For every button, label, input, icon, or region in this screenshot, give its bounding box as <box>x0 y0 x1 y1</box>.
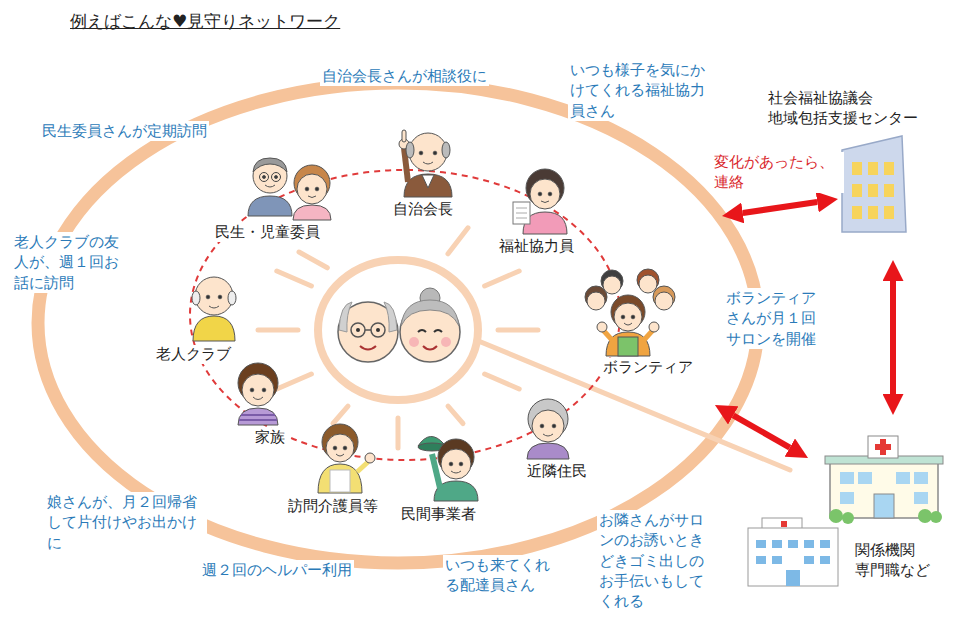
node-title: 社会福祉協議会 地域包括支援センター <box>768 88 942 129</box>
hospital-icon <box>825 436 943 524</box>
text-group: 訪問介護員等 <box>286 497 380 516</box>
person-figure <box>248 158 331 220</box>
beam-line <box>476 340 790 470</box>
center-circle <box>318 260 478 400</box>
node-caption: 福祉協力員 <box>497 237 576 256</box>
person-figure <box>513 169 567 234</box>
connector-arrow <box>890 281 896 394</box>
person-figure <box>399 130 452 197</box>
annotation: 自治会長さんが相談役に <box>320 66 489 86</box>
sun-beams <box>258 228 538 448</box>
annotation: 民生委員さんが定期訪問 <box>40 121 209 141</box>
node-title: 関係機関 専門職など <box>855 540 955 581</box>
dashed-ring <box>190 170 620 460</box>
text-group: 自治会長 <box>391 200 455 219</box>
elderly-couple <box>338 288 460 362</box>
person-figure <box>192 277 236 341</box>
annotation: 老人クラブの友人が、週１回お話に訪問 <box>12 232 124 293</box>
clinic-icon <box>748 518 838 586</box>
text-group: 老人クラブ <box>154 345 233 364</box>
node-caption: 近隣住民 <box>525 462 589 481</box>
person-node: 自治会長 <box>385 122 460 219</box>
person-node: 近隣住民 <box>515 398 599 481</box>
text-group: 家族 <box>253 428 287 447</box>
text-group: 福祉協力員 <box>497 237 576 256</box>
node-caption: 民間事業者 <box>399 505 478 524</box>
annotation: 娘さんが、月２回帰省して片付けやお出かけに <box>45 492 207 553</box>
annotation: 週２回のヘルパー利用 <box>200 560 354 580</box>
annotation: いつも来てくれる配達員さん <box>443 555 555 596</box>
text-group: 関係機関 専門職など <box>855 540 955 581</box>
text-group: 民間事業者 <box>399 505 478 524</box>
outer-ring <box>38 83 758 563</box>
node-caption: 訪問介護員等 <box>286 497 380 516</box>
text-group: 民生・児童委員 <box>213 223 322 242</box>
person-node: 家族 <box>235 362 305 447</box>
text-group: 社会福祉協議会 地域包括支援センター <box>768 88 942 129</box>
node-caption: ボランティア <box>601 358 695 377</box>
node-caption: 家族 <box>253 428 287 447</box>
person-node: ボランティア <box>583 270 713 377</box>
node-caption: 民生・児童委員 <box>213 223 322 242</box>
annotation: いつも様子を気にかけてくれる福祉協力員さん <box>568 60 712 121</box>
person-figure <box>418 436 478 501</box>
building-icon <box>842 136 906 232</box>
double-arrow <box>733 415 790 447</box>
building-node: 関係機関 専門職など <box>740 415 962 595</box>
text-group: ボランティア <box>601 358 695 377</box>
person-figure <box>318 424 375 493</box>
annotation: お隣さんがサロンのお誘いときどきゴミ出しのお手伝いもしてくれる <box>597 510 709 611</box>
person-node: 老人クラブ <box>150 272 236 364</box>
text-group: 近隣住民 <box>525 462 589 481</box>
person-figure <box>585 269 675 356</box>
person-figure <box>238 363 278 425</box>
person-node: 訪問介護員等 <box>278 418 388 516</box>
person-node: 福祉協力員 <box>494 163 579 256</box>
node-caption: 自治会長 <box>391 200 455 219</box>
annotation: ボランティアさんが月１回サロンを開催 <box>724 288 822 349</box>
node-caption: 老人クラブ <box>154 345 233 364</box>
diagram-title: 例えばこんな♥見守りネットワーク <box>70 10 340 33</box>
person-node: 民間事業者 <box>395 425 481 524</box>
person-figure <box>527 399 569 459</box>
person-node: 民生・児童委員 <box>195 150 340 242</box>
double-arrow <box>743 202 817 213</box>
annotation: 変化があったら、連絡 <box>712 152 844 193</box>
